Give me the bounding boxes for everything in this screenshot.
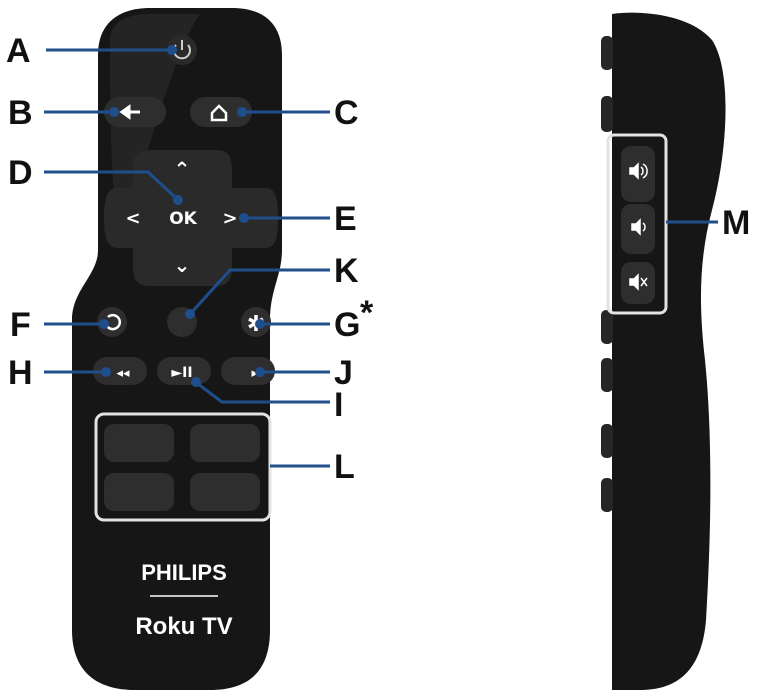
leader-I	[191, 377, 330, 404]
leader-J	[255, 367, 330, 377]
dpad-up[interactable]: ⌃	[174, 157, 191, 181]
leader-lines	[44, 45, 718, 468]
shortcut-button-4[interactable]	[190, 473, 260, 511]
leader-D	[44, 170, 183, 205]
replay-button[interactable]	[97, 307, 127, 337]
label-G: G	[334, 306, 360, 344]
label-H: H	[8, 354, 33, 392]
rewind-glyph: ◂◂	[116, 366, 130, 381]
leader-F	[44, 319, 109, 329]
replay-icon	[105, 313, 122, 331]
side-edge-5	[601, 424, 613, 458]
volume-buttons-frame	[606, 133, 668, 315]
remote-front: ⌃ ⌄ < > OK ✱ ◂◂ ►II ▸▸ PHILIPS Roku TV	[72, 8, 282, 690]
label-B: B	[8, 94, 33, 132]
volume-up-icon	[629, 162, 648, 180]
label-L: L	[334, 448, 355, 486]
remote-side	[601, 12, 726, 690]
dpad-left[interactable]: <	[125, 208, 140, 229]
label-J: J	[334, 354, 353, 392]
label-I: I	[334, 386, 343, 424]
home-button[interactable]	[190, 97, 252, 127]
side-edge-1	[601, 36, 613, 70]
leader-A	[46, 45, 177, 55]
dpad-right[interactable]: >	[222, 208, 237, 229]
side-edge-4	[601, 358, 613, 392]
leader-E	[239, 213, 330, 223]
label-M: M	[722, 204, 750, 242]
label-K: K	[334, 252, 359, 290]
side-edge-6	[601, 478, 613, 512]
label-G-asterisk: *	[360, 294, 374, 332]
product-logo: Roku TV	[135, 613, 232, 640]
leader-K	[185, 268, 330, 319]
label-D: D	[8, 154, 33, 192]
leader-G	[255, 319, 330, 329]
ok-button[interactable]: OK	[169, 209, 197, 229]
rewind-button[interactable]	[93, 357, 147, 385]
leader-B	[44, 107, 119, 117]
remote-side-body	[612, 12, 726, 690]
volume-down-icon	[631, 218, 646, 236]
side-edge-3	[601, 310, 613, 344]
leader-H	[44, 367, 111, 377]
side-edge-2	[601, 96, 613, 132]
shortcut-button-1[interactable]	[104, 424, 174, 462]
callout-labels: A B C D E K F G * H J I L M	[6, 32, 750, 486]
shortcut-button-2[interactable]	[190, 424, 260, 462]
label-E: E	[334, 200, 357, 238]
leader-C	[237, 107, 330, 117]
mute-icon	[629, 273, 648, 291]
dpad-down[interactable]: ⌄	[174, 253, 191, 277]
back-arrow-icon	[119, 104, 140, 120]
home-icon	[210, 104, 228, 122]
brand-logo: PHILIPS	[141, 560, 227, 585]
shortcut-button-3[interactable]	[104, 473, 174, 511]
fast-forward-button[interactable]	[221, 357, 275, 385]
dpad[interactable]	[104, 150, 278, 286]
label-C: C	[334, 94, 359, 132]
play-pause-glyph: ►II	[171, 365, 192, 381]
label-F: F	[10, 306, 31, 344]
label-A: A	[6, 32, 31, 70]
